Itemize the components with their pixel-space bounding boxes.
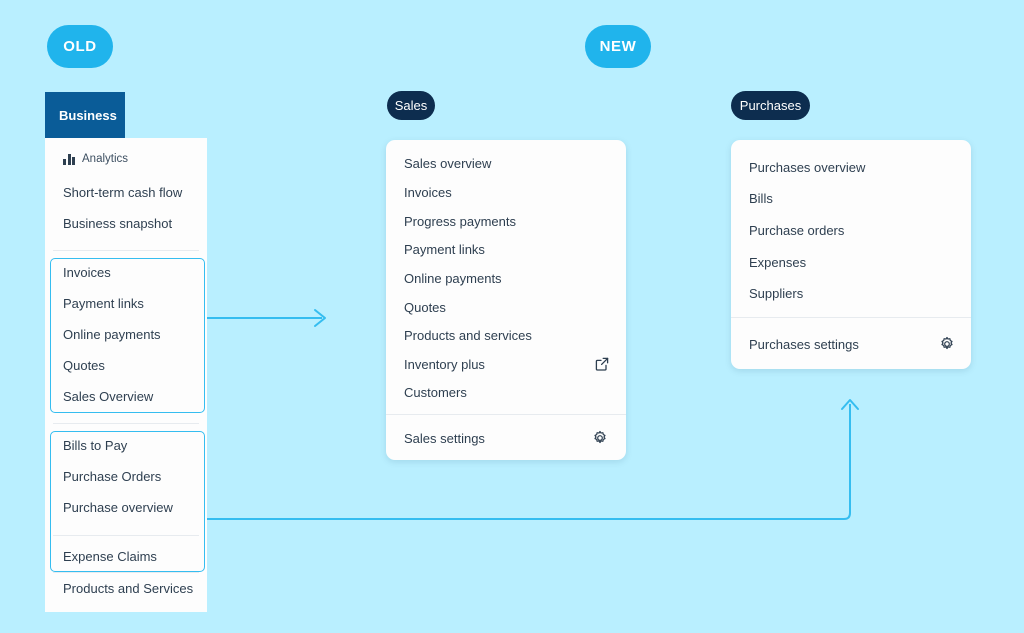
external-link-icon[interactable] [594,356,610,372]
menu-item-label: Business snapshot [63,216,173,231]
menu-item-expense-claims[interactable]: Expense Claims [63,549,157,564]
menu-item-label: Customers [404,385,467,400]
menu-divider-2 [53,423,199,424]
menu-item-analytics[interactable]: Analytics [63,153,128,165]
highlight-box-purchases [50,431,205,572]
gear-icon[interactable] [592,430,608,446]
badge-old: OLD [47,25,113,68]
sales-item-payment-links[interactable]: Payment links [404,242,485,257]
menu-item-label: Invoices [63,265,111,280]
menu-item-quotes[interactable]: Quotes [63,358,105,373]
tab-sales[interactable]: Sales [387,91,435,120]
sales-item-quotes[interactable]: Quotes [404,300,446,315]
sales-item-progress-payments[interactable]: Progress payments [404,214,516,229]
menu-item-label: Purchase overview [63,500,173,515]
menu-item-label: Online payments [404,271,502,286]
purchases-item-bills[interactable]: Bills [749,191,773,206]
menu-item-label: Sales overview [404,156,492,171]
gear-icon[interactable] [939,336,955,352]
purchases-item-purchases-settings[interactable]: Purchases settings [749,337,859,352]
sales-item-invoices[interactable]: Invoices [404,185,452,200]
sales-item-online-payments[interactable]: Online payments [404,271,502,286]
menu-item-purchase-overview[interactable]: Purchase overview [63,500,173,515]
menu-item-label: Products and services [404,328,532,343]
sales-divider [386,414,626,415]
tab-purchases[interactable]: Purchases [731,91,810,120]
menu-item-label: Invoices [404,185,452,200]
menu-item-label: Purchase orders [749,223,845,238]
menu-item-label: Quotes [63,358,105,373]
menu-divider-1 [53,250,199,251]
menu-item-label: Analytics [82,153,129,165]
tab-business[interactable]: Business [45,92,125,138]
menu-item-label: Suppliers [749,286,804,301]
menu-item-label: Expenses [749,255,807,270]
purchases-divider [731,317,971,318]
menu-item-payment-links[interactable]: Payment links [63,296,144,311]
menu-item-label: Purchases overview [749,160,866,175]
menu-item-business-snapshot[interactable]: Business snapshot [63,216,172,231]
purchases-item-purchases-overview[interactable]: Purchases overview [749,160,865,175]
purchases-item-purchase-orders[interactable]: Purchase orders [749,223,844,238]
sales-item-sales-overview[interactable]: Sales overview [404,156,491,171]
sales-menu-card: Sales overview Invoices Progress payment… [386,140,626,460]
purchases-menu-card: Purchases overview Bills Purchase orders… [731,140,971,369]
menu-item-label: Payment links [63,296,144,311]
purchases-item-expenses[interactable]: Expenses [749,255,806,270]
menu-item-label: Short-term cash flow [63,185,183,200]
menu-item-label: Bills [749,191,773,206]
menu-item-label: Sales settings [404,431,485,446]
sales-item-products-and-services[interactable]: Products and services [404,328,532,343]
old-menu-card: Analytics Short-term cash flow Business … [45,138,207,612]
menu-item-label: Purchases settings [749,337,859,352]
menu-item-products-and-services[interactable]: Products and Services [63,581,193,596]
menu-item-label: Purchase Orders [63,469,162,484]
menu-item-online-payments[interactable]: Online payments [63,327,161,342]
bar-chart-icon [63,153,76,165]
menu-item-label: Products and Services [63,581,194,596]
menu-divider-3 [53,535,199,536]
badge-new: NEW [585,25,651,68]
menu-item-label: Progress payments [404,214,516,229]
sales-item-inventory-plus[interactable]: Inventory plus [404,357,485,372]
menu-item-bills-to-pay[interactable]: Bills to Pay [63,438,127,453]
menu-item-short-term-cash-flow[interactable]: Short-term cash flow [63,185,182,200]
menu-item-label: Online payments [63,327,161,342]
menu-item-label: Quotes [404,300,446,315]
menu-item-label: Expense Claims [63,549,157,564]
menu-item-purchase-orders[interactable]: Purchase Orders [63,469,161,484]
menu-item-label: Sales Overview [63,389,154,404]
sales-item-customers[interactable]: Customers [404,385,467,400]
menu-item-label: Inventory plus [404,357,485,372]
purchases-item-suppliers[interactable]: Suppliers [749,286,803,301]
menu-item-label: Payment links [404,242,485,257]
menu-item-invoices[interactable]: Invoices [63,265,111,280]
highlight-box-sales [50,258,205,413]
menu-divider-4 [53,572,199,573]
menu-item-sales-overview[interactable]: Sales Overview [63,389,153,404]
sales-item-sales-settings[interactable]: Sales settings [404,431,485,446]
menu-item-label: Bills to Pay [63,438,128,453]
